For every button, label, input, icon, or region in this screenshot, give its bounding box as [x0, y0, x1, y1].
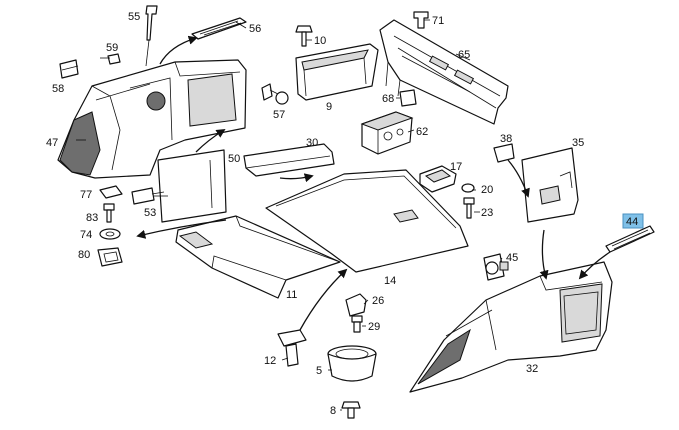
highlight-44: [622, 213, 644, 229]
label-38: 38: [500, 133, 512, 145]
washer-74[interactable]: [99, 228, 121, 240]
label-17: 17: [450, 161, 462, 173]
strap-fixture-12[interactable]: [277, 329, 307, 367]
load-floor-14[interactable]: [265, 169, 469, 273]
clip-59[interactable]: [107, 53, 121, 65]
label-57: 57: [273, 109, 285, 121]
washer-20[interactable]: [461, 183, 475, 193]
label-30: 30: [306, 137, 318, 149]
bolt-8[interactable]: [341, 401, 361, 419]
control-module-62[interactable]: [360, 111, 414, 155]
screw-23[interactable]: [463, 197, 475, 219]
hinge-bracket-53[interactable]: [131, 187, 165, 205]
storage-tray-9[interactable]: [295, 43, 379, 101]
screw-10[interactable]: [295, 25, 313, 47]
vent-strip-56[interactable]: [191, 17, 247, 40]
right-side-trim-panel-32[interactable]: [409, 261, 613, 393]
label-32: 32: [526, 363, 538, 375]
label-56: 56: [249, 23, 261, 35]
label-65: 65: [458, 49, 470, 61]
label-74: 74: [80, 229, 92, 241]
vent-strip-44[interactable]: [605, 225, 655, 253]
fastener-57[interactable]: [261, 83, 289, 105]
label-80: 80: [78, 249, 90, 261]
label-29: 29: [368, 321, 380, 333]
label-12: 12: [264, 355, 276, 367]
label-11: 11: [286, 289, 297, 301]
label-9: 9: [326, 101, 332, 113]
assembly-arrows: [136, 35, 611, 331]
part-number-labels: 55 56 59 58 47 10 9 57 71 65 68 62 50 30…: [46, 11, 638, 417]
label-59: 59: [106, 42, 118, 54]
label-26: 26: [372, 295, 384, 307]
label-35: 35: [572, 137, 584, 149]
handle-cup-17[interactable]: [419, 165, 457, 193]
cover-strip-30[interactable]: [243, 143, 335, 177]
leader-lines: [76, 19, 503, 411]
rear-cross-panel-65[interactable]: [379, 19, 509, 125]
label-45: 45: [506, 252, 518, 264]
label-47: 47: [46, 137, 58, 149]
label-50: 50: [228, 153, 240, 165]
lower-rear-panel-11[interactable]: [175, 215, 341, 299]
clip-71[interactable]: [413, 11, 429, 29]
label-77: 77: [80, 189, 92, 201]
cup-holder-5[interactable]: [327, 345, 377, 382]
label-23: 23: [481, 207, 493, 219]
nut-29[interactable]: [351, 315, 363, 333]
label-68: 68: [382, 93, 394, 105]
mount-80[interactable]: [97, 247, 123, 267]
label-44: 44: [626, 216, 638, 228]
pad-68[interactable]: [399, 89, 417, 107]
label-53: 53: [144, 207, 156, 219]
left-side-trim-panel-47[interactable]: [57, 59, 247, 179]
side-cover-panel-50[interactable]: [157, 149, 227, 223]
block-26[interactable]: [345, 293, 367, 317]
label-55: 55: [128, 11, 140, 23]
label-14: 14: [384, 275, 396, 287]
label-10: 10: [314, 35, 326, 47]
clip-77[interactable]: [99, 185, 123, 199]
clip-38[interactable]: [493, 143, 515, 163]
label-8: 8: [330, 405, 336, 417]
side-cover-35[interactable]: [521, 147, 579, 223]
label-83: 83: [86, 212, 98, 224]
label-20: 20: [481, 184, 493, 196]
clip-rod-55[interactable]: [145, 5, 158, 67]
bolt-83[interactable]: [103, 203, 115, 223]
label-62: 62: [416, 126, 428, 138]
lamp-socket-45[interactable]: [483, 253, 509, 281]
label-5: 5: [316, 365, 322, 377]
bracket-58[interactable]: [59, 59, 79, 79]
label-58: 58: [52, 83, 64, 95]
label-71: 71: [432, 15, 444, 27]
